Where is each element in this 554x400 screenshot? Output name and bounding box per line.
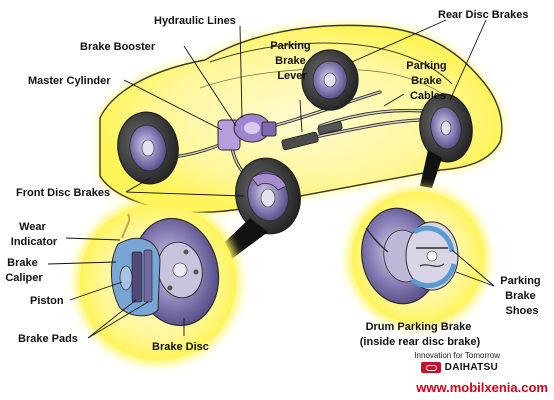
label-master-cylinder: Master Cylinder — [28, 75, 111, 87]
label-parking-brake-shoes-line2: Brake — [505, 290, 536, 302]
label-parking-brake-shoes-line1: Parking — [500, 275, 540, 287]
label-wear-indicator-line2: Indicator — [11, 236, 58, 248]
label-drum-parking-brake: Drum Parking Brake (inside rear disc bra… — [360, 321, 481, 348]
label-parking-brake-cables-line2: Brake — [411, 75, 442, 87]
label-brake-disc: Brake Disc — [152, 341, 209, 353]
label-parking-brake-cables-line3: Cables — [410, 90, 446, 102]
label-parking-brake-cables: Parking Brake Cables — [406, 60, 449, 102]
label-parking-brake-cables-line1: Parking — [406, 60, 446, 72]
label-drum-parking-brake-line1: Drum Parking Brake — [366, 321, 472, 333]
label-parking-brake-shoes: Parking Brake Shoes — [500, 275, 543, 317]
label-wear-indicator-line1: Wear — [19, 221, 46, 233]
label-parking-brake-lever-line3: Lever — [277, 70, 307, 82]
brand-logo-text: DAIHATSU — [445, 362, 498, 373]
label-front-disc-brakes: Front Disc Brakes — [16, 187, 110, 199]
label-brake-caliper-line1: Brake — [7, 257, 38, 269]
label-brake-caliper-line2: Caliper — [5, 272, 43, 284]
label-wear-indicator: Wear Indicator — [11, 221, 58, 248]
brand-tagline: Innovation for Tomorrow — [354, 351, 500, 360]
label-brake-booster: Brake Booster — [80, 41, 156, 53]
label-brake-pads: Brake Pads — [18, 333, 78, 345]
brand-logo: DAIHATSU — [354, 362, 498, 373]
label-piston: Piston — [30, 295, 64, 307]
rear-left-wheel — [302, 50, 358, 110]
daihatsu-logo-icon — [421, 362, 441, 373]
brand-block: Innovation for Tomorrow DAIHATSU — [354, 351, 544, 373]
front-disc-detail-inset — [76, 200, 240, 364]
label-parking-brake-lever-line2: Brake — [275, 55, 306, 67]
label-drum-parking-brake-line2: (inside rear disc brake) — [360, 336, 481, 348]
drum-parking-brake-inset — [348, 188, 488, 328]
label-parking-brake-lever-line1: Parking — [270, 40, 310, 52]
label-parking-brake-shoes-line3: Shoes — [505, 305, 538, 317]
label-brake-caliper: Brake Caliper — [5, 257, 43, 284]
website-link[interactable]: www.mobilxenia.com — [416, 380, 548, 395]
label-hydraulic-lines: Hydraulic Lines — [154, 15, 236, 27]
label-rear-disc-brakes: Rear Disc Brakes — [438, 9, 529, 21]
